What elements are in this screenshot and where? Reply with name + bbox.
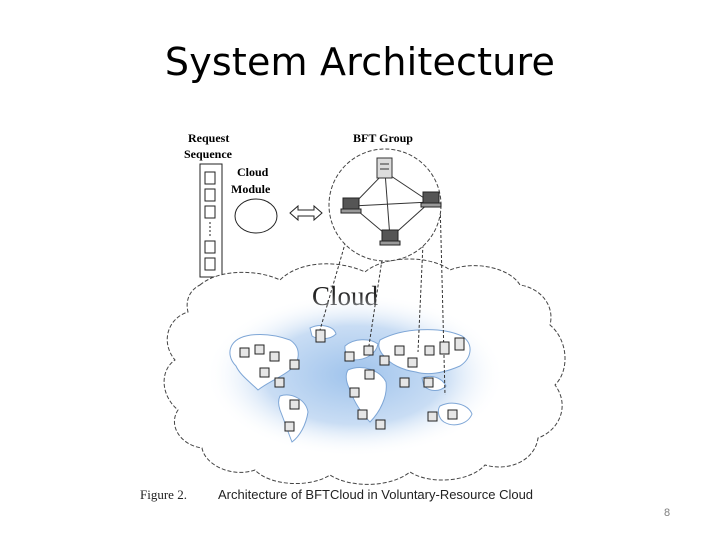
node-icon [375,419,386,430]
node-icon [254,344,265,355]
caption-text: Architecture of BFTCloud in Voluntary-Re… [218,487,533,502]
server-icon [376,157,393,179]
node-icon [424,345,435,356]
request-item [204,188,216,202]
node-icon [284,421,295,432]
cloud-module-label-1: Cloud [237,165,269,179]
node-icon [289,359,300,370]
node-icon [423,377,434,388]
bft-group-label: BFT Group [353,131,413,145]
cloud-module: Cloud Module [231,165,278,234]
node-icon [427,411,438,422]
node-icon [447,409,458,420]
request-item [204,171,216,185]
request-sequence-label-1: Request [188,131,229,145]
request-item [204,240,216,254]
laptop-icon [340,197,362,214]
node-icon [274,377,285,388]
node-icon [364,369,375,380]
node-icon [315,329,326,343]
laptop-icon [379,229,401,246]
laptop-icon [420,191,442,208]
node-icon [269,351,280,362]
node-icon [407,357,418,368]
node-icon [439,341,450,355]
double-arrow-icon [289,204,323,222]
request-sequence: Request Sequence [184,131,233,278]
page-number: 8 [664,507,671,519]
request-queue [199,163,223,278]
node-icon [344,351,355,362]
node-icon [357,409,368,420]
request-item [204,205,216,219]
cloud-module-label-2: Module [231,182,271,196]
asia [378,329,471,375]
south-america [278,394,309,443]
slide-title: System Architecture [164,40,556,84]
cloud-module-ellipse [234,198,278,234]
bft-group: BFT Group [328,131,442,262]
node-icon [363,345,374,356]
node-icon [394,345,405,356]
node-icon [379,355,390,366]
node-icon [349,387,360,398]
node-icon [289,399,300,410]
node-icon [259,367,270,378]
caption-prefix: Figure 2. [140,487,187,502]
request-sequence-label-2: Sequence [184,147,233,161]
node-icon [399,377,410,388]
africa [345,367,387,423]
request-item [204,257,216,271]
node-icon [454,337,465,351]
figure-caption: Figure 2. Architecture of BFTCloud in Vo… [140,487,533,502]
architecture-figure: Request Sequence Cloud Module Cloud [140,131,566,502]
map-nodes [239,329,465,432]
node-icon [239,347,250,358]
